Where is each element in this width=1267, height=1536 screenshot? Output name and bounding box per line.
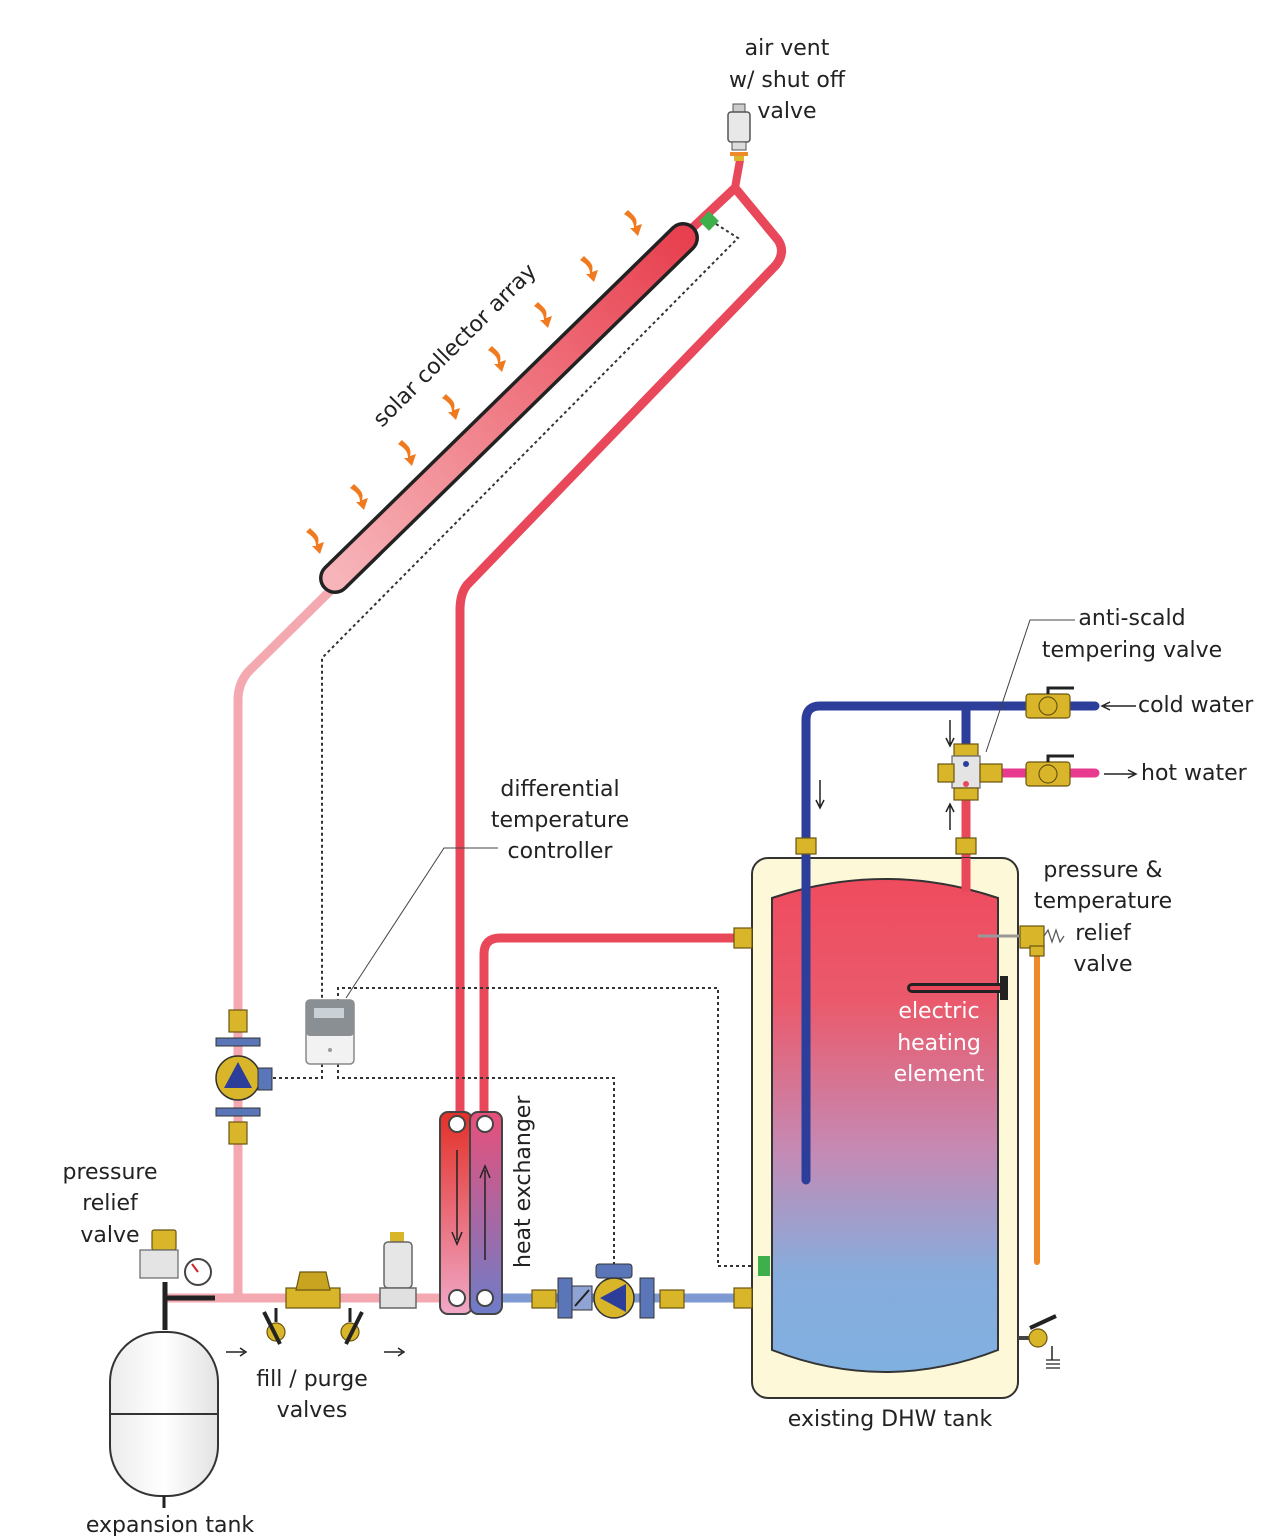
collector-supply-pipe [233, 583, 338, 1303]
fill-purge-valves [226, 1308, 406, 1357]
flow-arrows [815, 701, 1138, 830]
air-vent-pipe [731, 159, 744, 189]
cold-water-label: cold water [1138, 693, 1254, 718]
sensor-wiring [268, 223, 762, 1268]
svg-text:relief: relief [1075, 921, 1132, 946]
air-vent-label: air vent w/ shut off valve [729, 36, 846, 124]
air-vent [727, 103, 751, 161]
leader-lines [345, 619, 1075, 999]
heat-exchanger [439, 1111, 503, 1315]
svg-text:tempering valve: tempering valve [1042, 638, 1222, 663]
svg-text:relief: relief [82, 1191, 139, 1216]
differential-controller [305, 999, 355, 1065]
svg-text:differential: differential [500, 777, 619, 802]
check-valve [285, 1271, 341, 1309]
tempering-valve [937, 743, 1003, 801]
svg-text:fill / purge: fill / purge [256, 1367, 368, 1392]
solar-collector [319, 222, 699, 594]
svg-text:controller: controller [508, 839, 614, 864]
dhw-circulator-pump [531, 1263, 685, 1319]
tank-to-hx-pipe [479, 933, 770, 1122]
sun-arrows [306, 210, 642, 554]
solar-pump-station [215, 1009, 273, 1145]
heat-exchanger-label: heat exchanger [511, 1095, 536, 1268]
svg-text:air vent: air vent [745, 36, 830, 61]
expansion-tank-stem [162, 1282, 215, 1330]
cold-water-pipe [801, 701, 1100, 1185]
svg-text:anti-scald: anti-scald [1078, 606, 1185, 631]
tank-drain-valve [1018, 1314, 1060, 1369]
inline-air-separator [379, 1232, 417, 1309]
tank-sensor [758, 1256, 770, 1276]
anti-scald-label: anti-scald tempering valve [1042, 606, 1222, 663]
heating-element-label: electric heating element [894, 999, 985, 1087]
svg-text:valve: valve [757, 99, 816, 124]
pressure-relief-label: pressure relief valve [62, 1160, 157, 1248]
fill-purge-label: fill / purge valves [256, 1367, 368, 1423]
svg-text:pressure: pressure [62, 1160, 157, 1185]
pt-relief-label: pressure & temperature relief valve [1034, 858, 1172, 977]
svg-text:w/ shut off: w/ shut off [729, 68, 846, 93]
dhw-tank-label: existing DHW tank [788, 1407, 993, 1432]
svg-text:element: element [894, 1062, 985, 1087]
svg-text:valves: valves [277, 1398, 348, 1423]
tank-fittings [733, 837, 977, 1309]
svg-text:electric: electric [898, 999, 979, 1024]
dhw-tank [751, 857, 1019, 1399]
controller-label: differential temperature controller [491, 777, 629, 864]
cold-water-shutoff [1025, 686, 1074, 719]
svg-text:temperature: temperature [1034, 889, 1172, 914]
heating-element [907, 976, 1008, 1000]
hot-water-shutoff [1025, 754, 1074, 787]
hot-water-label: hot water [1141, 761, 1248, 786]
expansion-tank-label: expansion tank [86, 1513, 255, 1536]
expansion-tank [109, 1331, 219, 1508]
svg-text:heating: heating [897, 1031, 981, 1056]
collector-hot-pipe [455, 183, 786, 1122]
svg-text:temperature: temperature [491, 808, 629, 833]
svg-text:pressure &: pressure & [1043, 858, 1162, 883]
svg-text:valve: valve [80, 1223, 139, 1248]
pressure-relief-valve [139, 1229, 212, 1286]
pt-relief-valve [978, 925, 1065, 957]
svg-text:valve: valve [1073, 952, 1132, 977]
